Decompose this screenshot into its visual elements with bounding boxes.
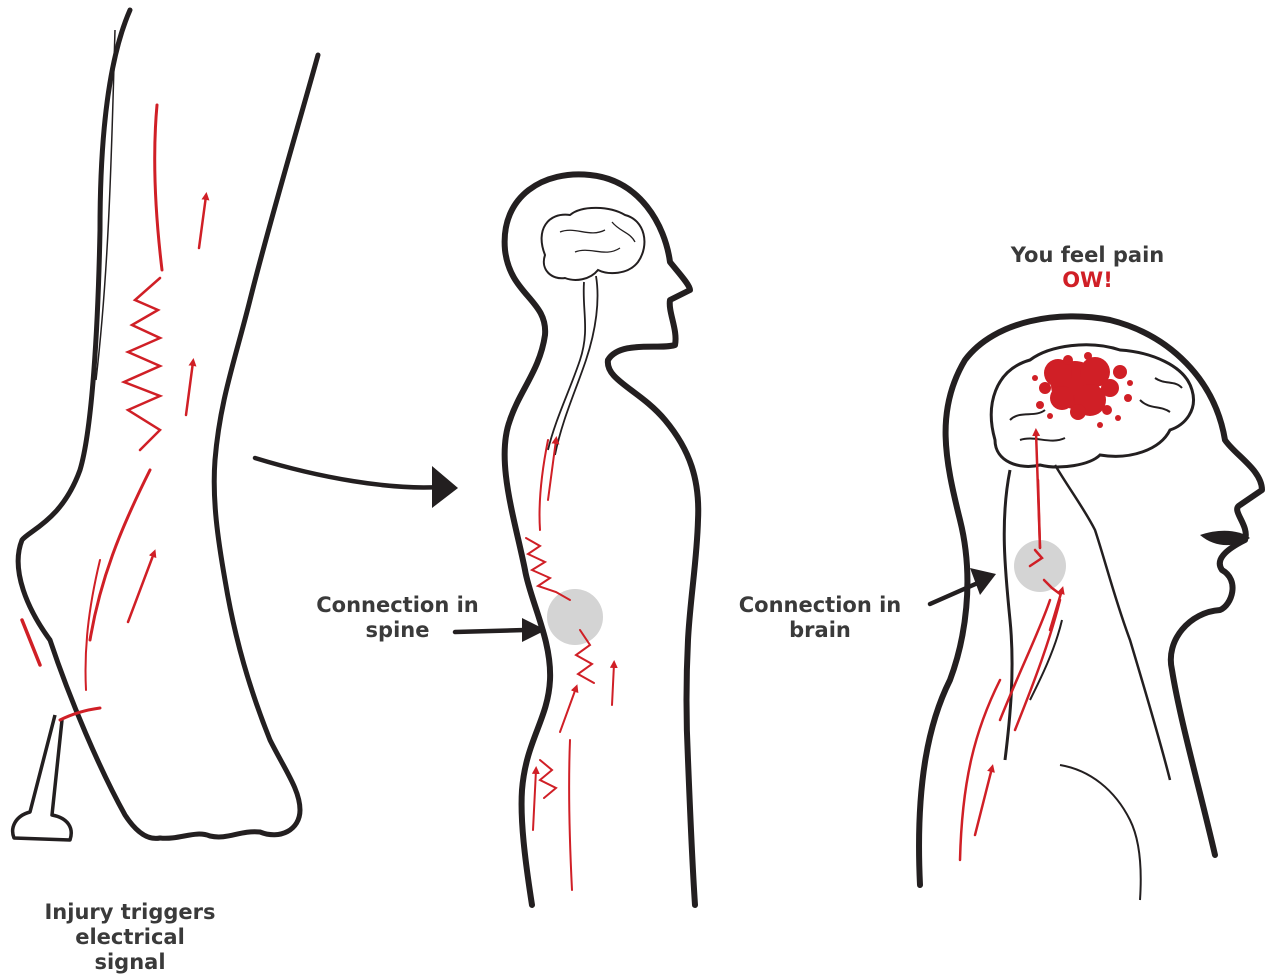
signal-arrow: [548, 440, 556, 500]
signal-arrow: [612, 664, 614, 705]
injury-label-line2: electrical signal: [40, 925, 220, 975]
signal-line: [539, 440, 548, 530]
shoulder-line: [1060, 765, 1141, 900]
injury-label-line1: Injury triggers: [40, 900, 220, 925]
signal-arrow: [560, 688, 576, 732]
body-spinal-cord: [548, 276, 598, 455]
head-brainstem: [1055, 465, 1170, 780]
spine-connection-point: [547, 589, 603, 645]
body-brain: [542, 208, 645, 455]
neck-line: [1030, 620, 1062, 700]
leg-signal-lines: [22, 105, 206, 720]
leg-illustration: [13, 10, 318, 840]
signal-arrow: [533, 770, 536, 830]
pain-exclamation: OW!: [985, 268, 1190, 293]
brain-connection-label: Connection in brain: [720, 593, 920, 643]
pain-splatter: [1032, 352, 1133, 428]
signal-zigzag: [124, 278, 160, 450]
head-illustration: [919, 316, 1262, 900]
leg-front-outline: [160, 55, 318, 838]
leg-back-outline: [18, 10, 160, 838]
body-outline: [505, 174, 699, 905]
signal-arrow: [975, 768, 992, 835]
spine-label-line2: spine: [300, 618, 495, 643]
pain-label: You feel pain OW!: [985, 243, 1190, 293]
signal-streak: [22, 620, 40, 665]
arrow-brain-label: [930, 568, 996, 604]
signal-line: [960, 680, 1000, 860]
signal-arrow: [199, 196, 206, 248]
signal-line: [569, 740, 572, 890]
pain-label-line1: You feel pain: [985, 243, 1190, 268]
pain-pathway-diagram: [0, 0, 1266, 952]
nail-outline: [13, 715, 72, 840]
signal-zigzag: [540, 760, 556, 798]
inner-neck-curve: [1004, 470, 1012, 760]
body-signal-lines: [526, 440, 614, 890]
injury-label: Injury triggers electrical signal: [40, 900, 220, 975]
spine-label-line1: Connection in: [300, 593, 495, 618]
signal-arrow: [186, 362, 193, 415]
signal-streak: [155, 105, 162, 270]
signal-streak: [90, 470, 150, 640]
body-illustration: [505, 174, 699, 905]
arrow-leg-to-body: [255, 458, 458, 508]
spine-connection-label: Connection in spine: [300, 593, 495, 643]
signal-arrow: [128, 553, 154, 622]
brain-label-line2: brain: [720, 618, 920, 643]
brain-label-line1: Connection in: [720, 593, 920, 618]
